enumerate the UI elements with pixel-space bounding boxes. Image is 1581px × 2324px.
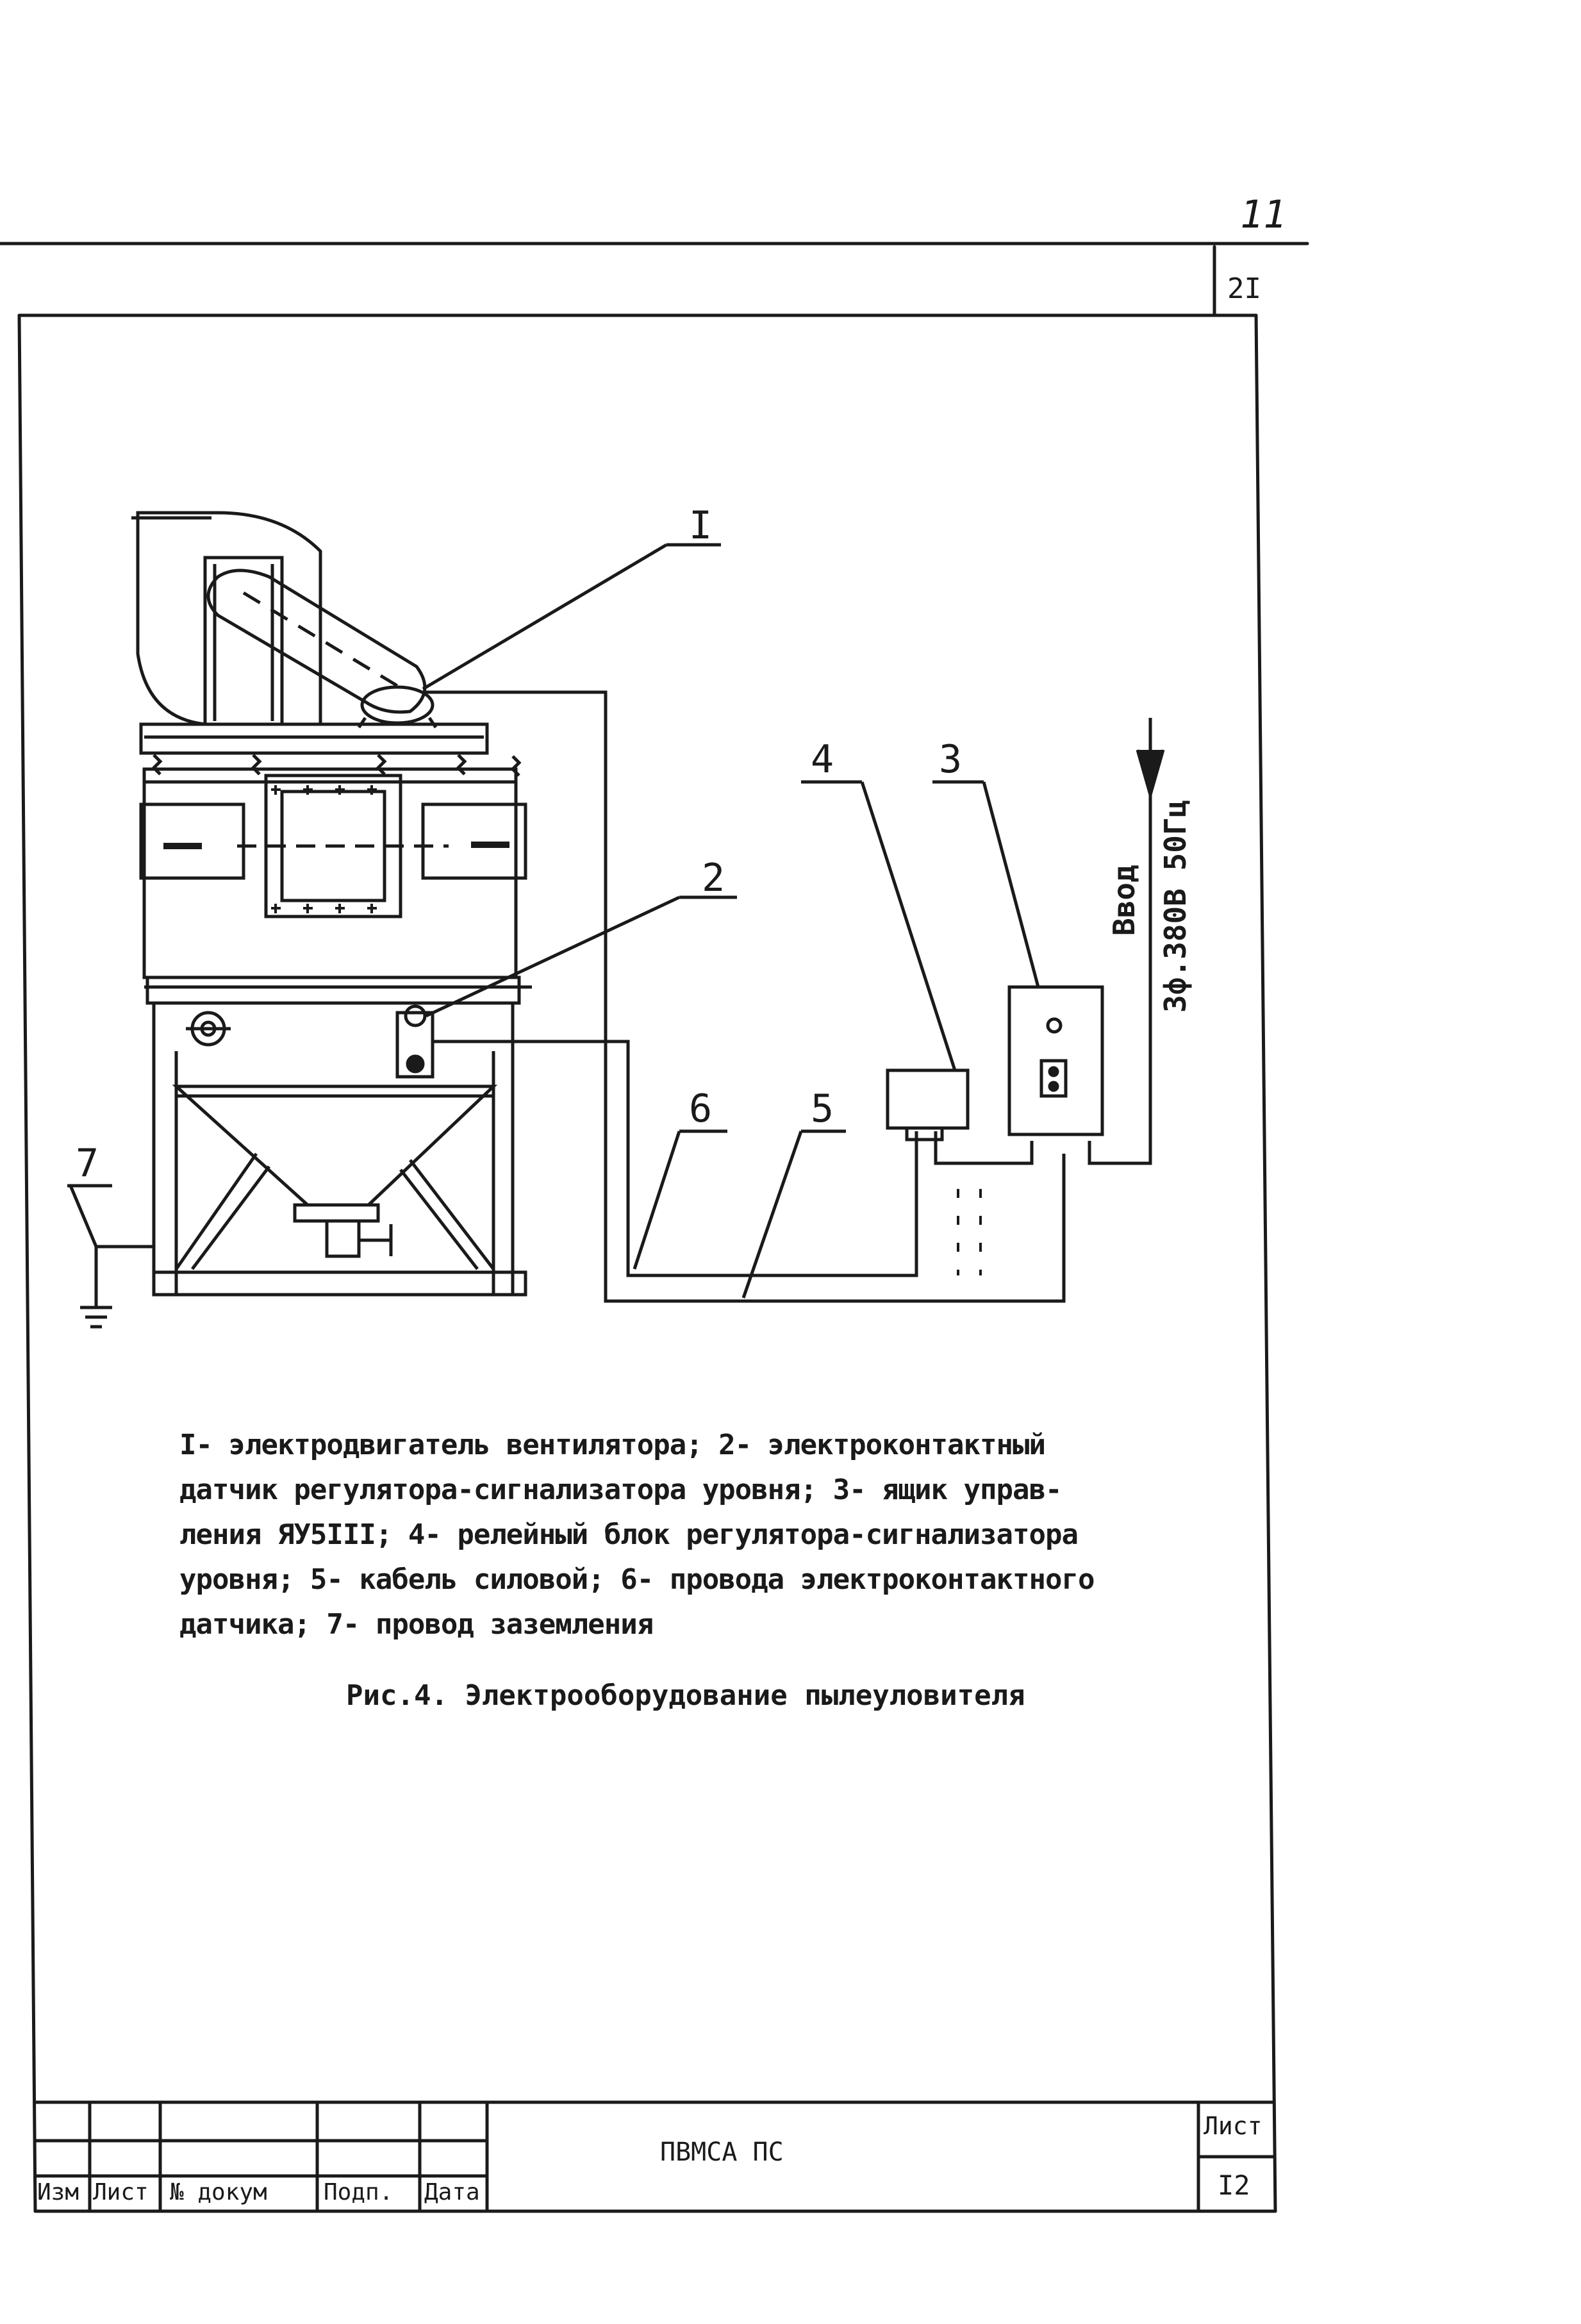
document-code: ПВМСА ПС [660,2137,784,2167]
side-box-right [421,802,527,880]
input-line [1088,731,1152,1165]
power-cable [423,690,1066,1303]
legend-line: ления ЯУ5III; 4- релейный блок регулятор… [179,1518,1079,1551]
handwritten-number: 11 [1240,192,1286,237]
col-change: Изм [37,2179,79,2205]
control-switch [1039,1059,1068,1098]
control-box [1007,985,1104,1136]
base-frame [152,1270,527,1297]
figure-title: Рис.4. Электрооборудование пылеуловителя [346,1679,1025,1712]
relay-to-box-wire [934,1131,1034,1165]
spring-supports [151,754,522,777]
input-label-line2: 3ф.380В 50Гц [1158,800,1193,1013]
sheet-label: Лист [1204,2112,1262,2140]
col-doc-number: № докум [170,2179,267,2205]
label-relay-block: 4 [811,737,834,782]
title-block [35,2100,1275,2211]
fan-housing [136,511,322,726]
label-motor: I [689,503,712,548]
frame-left [17,313,37,2213]
input-label-2: 3ф.380В 50Гц [1158,800,1193,1013]
level-sensor [395,1011,435,1079]
top-platform [139,722,489,755]
belt-guard [206,569,427,714]
label-sensor: 2 [702,856,725,901]
fan-inlet [203,556,284,726]
label-power-cable: 5 [811,1086,834,1131]
hopper [172,1084,498,1207]
legend-line: датчика; 7- провод заземления [179,1608,654,1641]
leader-5 [741,1131,803,1299]
label-ground-wire: 7 [76,1141,99,1186]
dust-collector [67,511,532,1329]
figure-legend: I- электродвигатель вентилятора; 2- элек… [179,1423,1230,1647]
input-label-line1: Ввод [1107,865,1141,936]
col-sheet: Лист [93,2179,149,2205]
label-control-box: 3 [939,737,962,782]
sheet-number: I2 [1218,2170,1250,2201]
leader-2 [425,895,681,1018]
legend-line: I- электродвигатель вентилятора; 2- элек… [179,1429,1046,1461]
frame-right [1254,313,1277,2213]
col-date: Дата [424,2179,480,2205]
leader-3 [982,781,1040,988]
page-number: 2I [1227,272,1261,305]
wiring [422,543,1165,1303]
legend-line: уровня; 5- кабель силовой; 6- провода эл… [179,1563,1095,1596]
leader-1 [422,543,668,691]
leader-4 [860,781,957,1071]
relay-block [886,1068,970,1130]
indicator-lamp-icon [1046,1017,1063,1034]
body-collar [145,975,521,1005]
filter-body [142,767,518,979]
col-signature: Подп. [324,2179,393,2205]
input-arrow-icon [1136,749,1165,801]
side-box-left [139,802,245,880]
sensor-wires [433,1040,918,1277]
legend-line: датчик регулятора-сигнализатора уровня; … [179,1473,1062,1506]
outlet-valve [325,1219,361,1258]
input-label: Ввод [1107,865,1141,936]
leader-6 [633,1131,681,1270]
label-sensor-wires: 6 [689,1086,712,1131]
